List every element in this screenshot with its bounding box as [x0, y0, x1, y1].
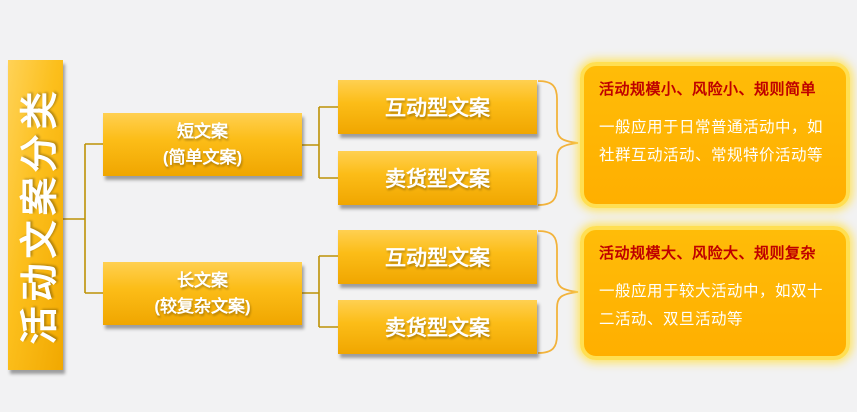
type-node-interactive-copy-1: 互动型文案 [338, 80, 537, 134]
type-label: 卖货型文案 [385, 168, 490, 191]
type-label: 卖货型文案 [385, 317, 490, 340]
annotation-title: 活动规模大、风险大、规则复杂 [599, 245, 817, 262]
annotation-title: 活动规模小、风险小、规则简单 [599, 81, 817, 98]
type-node-interactive-copy-2: 互动型文案 [338, 230, 537, 284]
connector-branch1-to-types [302, 106, 338, 179]
type-node-sales-copy-2: 卖货型文案 [338, 300, 537, 354]
branch-title: 长文案 [177, 270, 228, 290]
brace-to-panel2 [537, 230, 579, 354]
branch-title: 短文案 [177, 121, 228, 141]
root-node-activity-copy-classification: 活动文案分类 [8, 60, 63, 370]
brace-to-panel1 [537, 80, 579, 206]
annotation-body: 一般应用于日常普通活动中，如社群互动活动、常规特价活动等 [599, 119, 824, 164]
annotation-panel-small-scale: 活动规模小、风险小、规则简单 一般应用于日常普通活动中，如社群互动活动、常规特价… [580, 62, 850, 208]
annotation-panel-large-scale: 活动规模大、风险大、规则复杂 一般应用于较大活动中，如双十二活动、双旦活动等 [580, 226, 850, 360]
annotation-body: 一般应用于较大活动中，如双十二活动、双旦活动等 [599, 283, 824, 328]
root-node-label: 活动文案分类 [19, 85, 62, 345]
branch-subtitle: (较复杂文案) [154, 296, 251, 316]
branch-subtitle: (简单文案) [162, 147, 243, 167]
connector-branch2-to-types [302, 255, 338, 328]
type-label: 互动型文案 [385, 247, 490, 270]
type-label: 互动型文案 [385, 97, 490, 120]
type-node-sales-copy-1: 卖货型文案 [338, 151, 537, 205]
branch-node-short-copy: 短文案 (简单文案) [103, 113, 302, 176]
connector-root-to-branches [63, 143, 103, 294]
branch-node-long-copy: 长文案 (较复杂文案) [103, 262, 302, 325]
